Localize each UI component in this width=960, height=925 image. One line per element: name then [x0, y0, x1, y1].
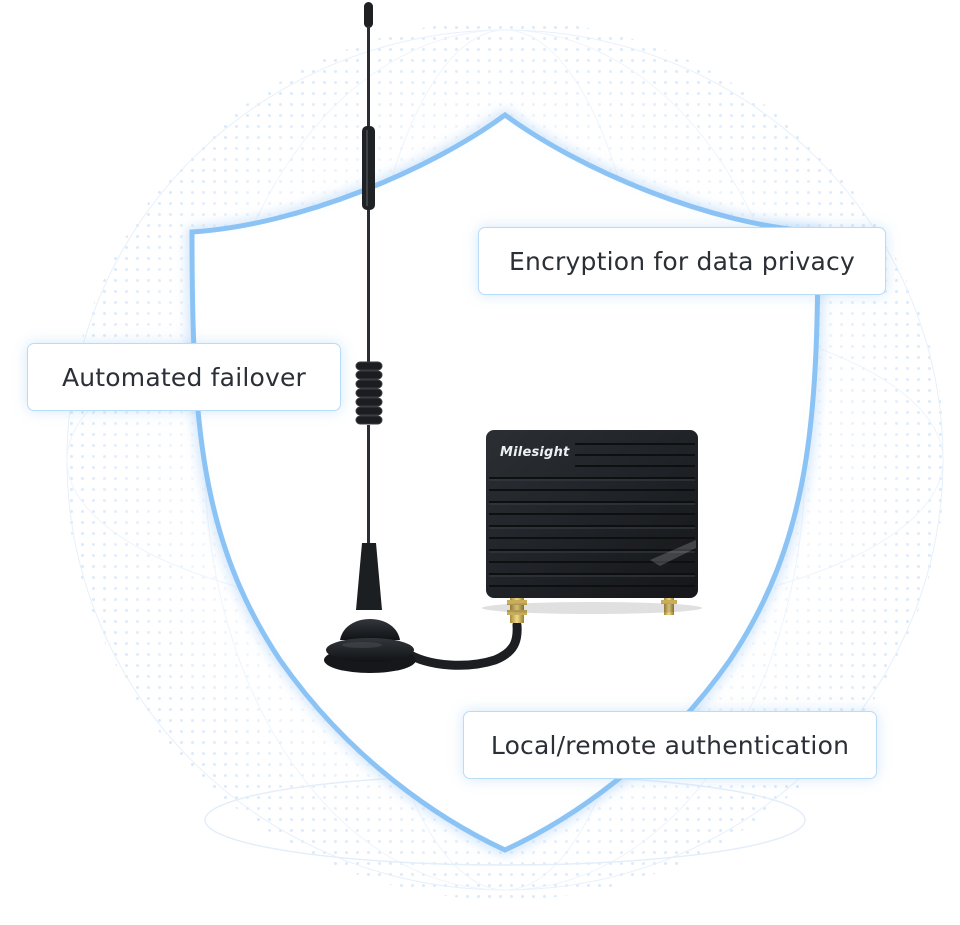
feature-label-authentication: Local/remote authentication — [463, 711, 877, 779]
feature-label-text: Local/remote authentication — [490, 730, 850, 760]
feature-label-text: Encryption for data privacy — [509, 246, 855, 276]
feature-label-failover: Automated failover — [27, 343, 341, 411]
feature-label-encryption: Encryption for data privacy — [478, 227, 886, 295]
antenna — [324, 2, 416, 673]
feature-label-text: Automated failover — [61, 362, 307, 392]
router-device — [482, 430, 702, 623]
device-brand-logo: Milesight — [500, 445, 570, 460]
antenna-cable — [400, 620, 522, 670]
